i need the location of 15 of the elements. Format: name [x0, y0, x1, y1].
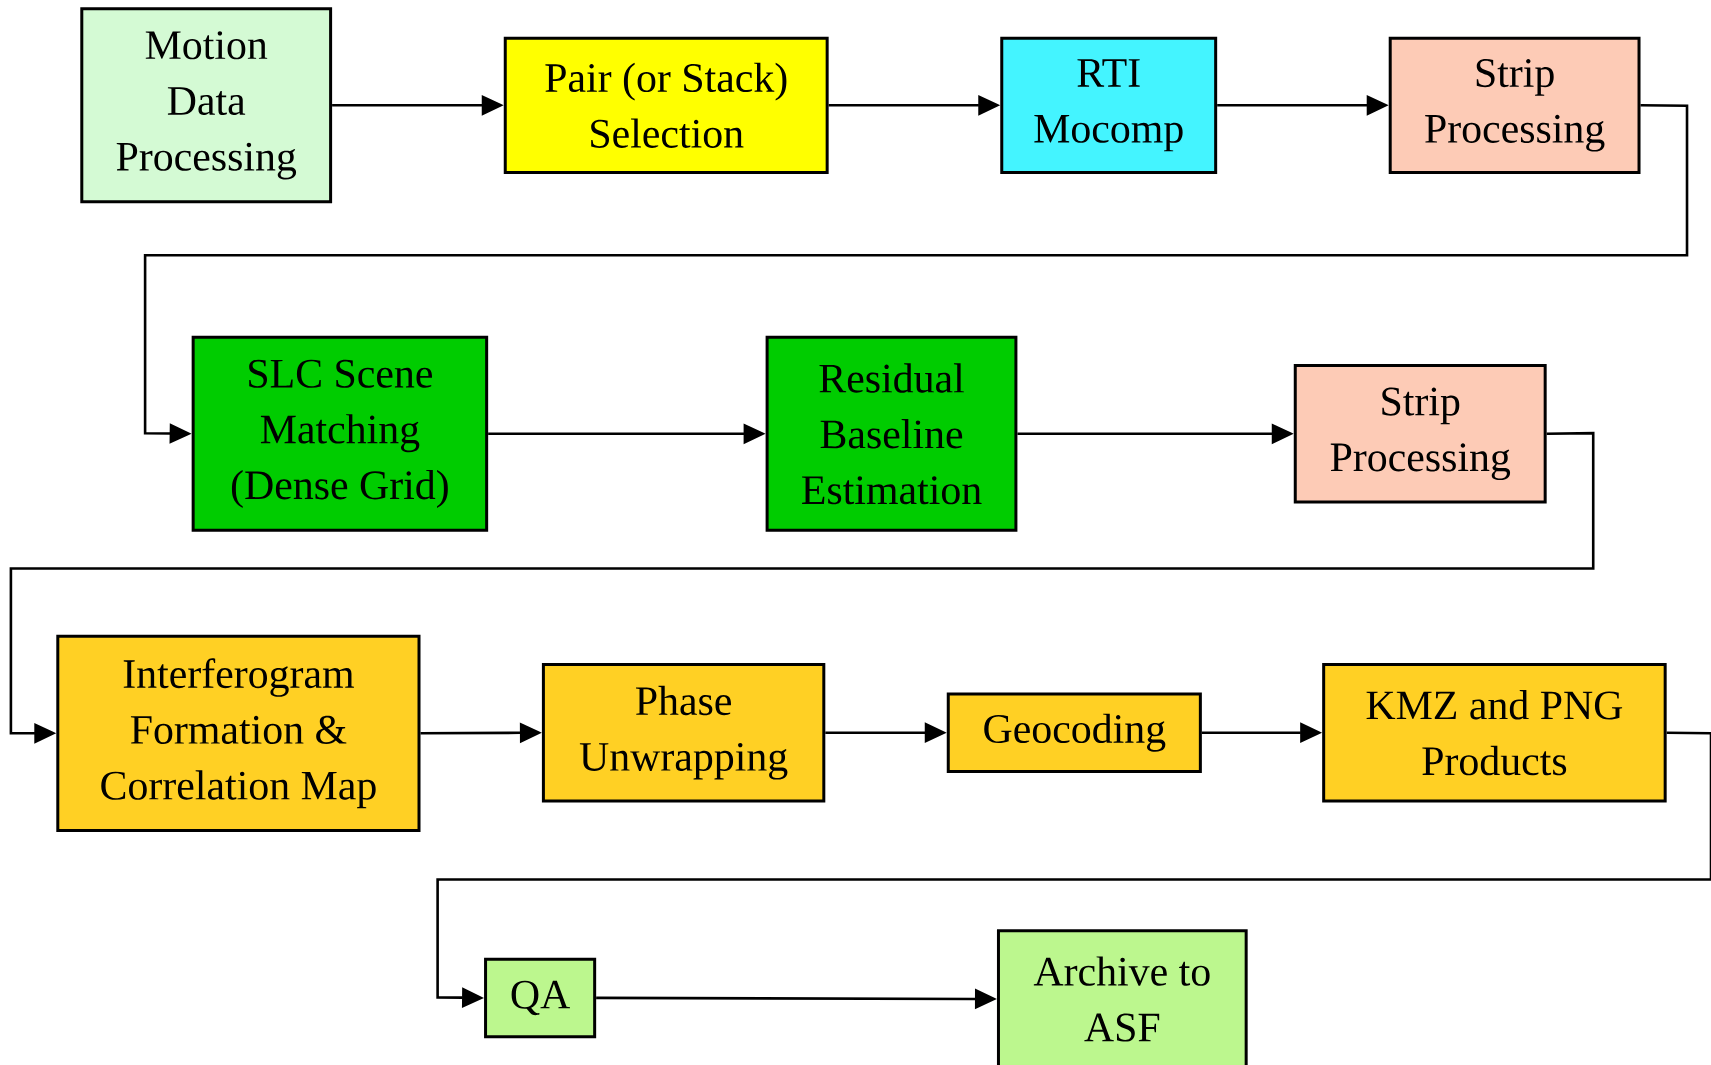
- process-box: Strip Processing: [1388, 36, 1641, 174]
- process-box: KMZ and PNG Products: [1322, 663, 1667, 803]
- process-box: Motion Data Processing: [80, 7, 333, 204]
- process-box: Geocoding: [946, 692, 1202, 773]
- process-box: Residual Baseline Estimation: [765, 335, 1018, 532]
- process-box: Phase Unwrapping: [541, 663, 826, 803]
- process-box: Pair (or Stack) Selection: [503, 36, 829, 174]
- process-box: Archive to ASF: [996, 929, 1248, 1065]
- process-box: SLC Scene Matching (Dense Grid): [191, 335, 489, 532]
- process-box: RTI Mocomp: [1000, 36, 1218, 174]
- process-box: QA: [484, 957, 597, 1039]
- arrow: [143, 104, 1689, 444]
- process-box: Interferogram Formation & Correlation Map: [56, 634, 421, 832]
- process-box: Strip Processing: [1293, 364, 1547, 504]
- arrow: [436, 731, 1711, 1008]
